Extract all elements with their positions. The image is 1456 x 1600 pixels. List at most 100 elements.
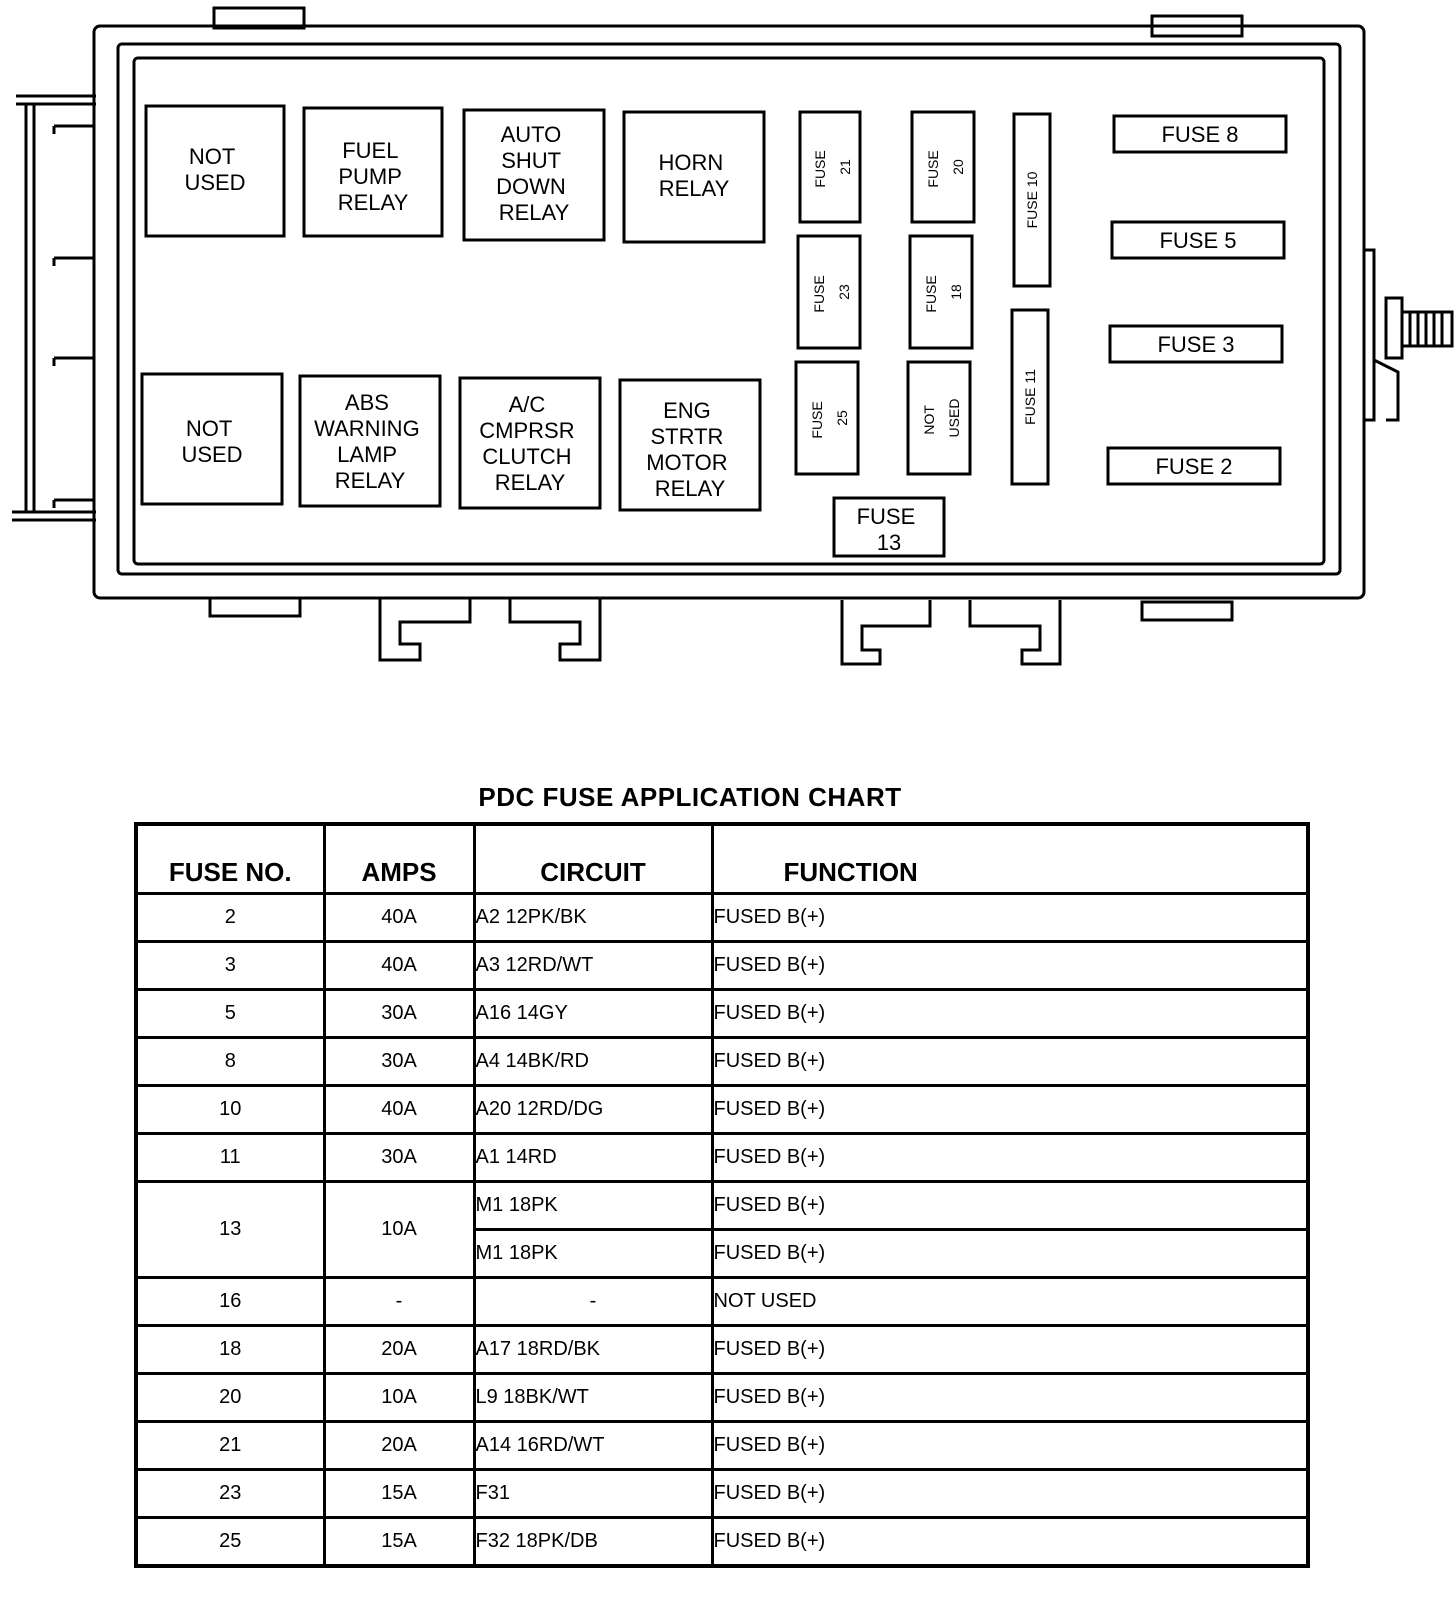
relay-label-not-used-bottom: NOT USED [181, 416, 242, 467]
amps-cell: 10A [322, 1180, 476, 1279]
table-row: 8 30A A4 14BK/RD FUSED B(+) [134, 1036, 1310, 1087]
amps-cell: 30A [322, 988, 476, 1039]
column-header-function: FUNCTION [710, 822, 1310, 895]
fuse-21-label: FUSE 21 [812, 146, 853, 187]
function-cell: FUSED B(+) [710, 892, 1310, 943]
fuse-10-label: FUSE 10 [1024, 171, 1040, 228]
function-cell: FUSED B(+) [710, 1420, 1310, 1471]
table-row: M1 18PK FUSED B(+) [136, 1228, 1310, 1279]
amps-cell: 20A [322, 1420, 476, 1471]
function-cell: FUSED B(+) [710, 1036, 1310, 1087]
circuit-cell: M1 18PK [472, 1228, 714, 1279]
amps-cell: 40A [322, 940, 476, 991]
bottom-hooks [378, 598, 1062, 666]
circuit-cell: A14 16RD/WT [472, 1420, 714, 1471]
relay-horn [622, 110, 766, 244]
function-cell: FUSED B(+) [710, 1516, 1310, 1568]
circuit-cell: A17 18RD/BK [472, 1324, 714, 1375]
amps-cell: 15A [322, 1468, 476, 1519]
fuse-no-cell: 16 [134, 1276, 326, 1327]
housing-tab-bottom-left [208, 596, 302, 618]
relay-ac-compressor-clutch [458, 376, 602, 510]
fuse-slot-not-used-label: NOT USED [921, 399, 962, 438]
fuse-11 [1010, 308, 1050, 486]
table-row: 20 10A L9 18BK/WT FUSED B(+) [134, 1372, 1310, 1423]
fuse-no-cell: 18 [134, 1324, 326, 1375]
fuse-5 [1110, 220, 1286, 260]
amps-cell: 30A [322, 1036, 476, 1087]
column-header-circuit: CIRCUIT [472, 822, 714, 895]
relay-label-abs-warning-lamp: ABS WARNING LAMP RELAY [314, 390, 426, 493]
function-cell: FUSED B(+) [710, 1372, 1310, 1423]
relay-engine-starter-motor [618, 378, 762, 512]
fuse-no-cell: 8 [134, 1036, 326, 1087]
table-row: 16 - - NOT USED [134, 1276, 1310, 1327]
fuse-18-label: FUSE 18 [923, 271, 964, 312]
fuse-no-cell: 25 [134, 1516, 326, 1568]
circuit-cell: A20 12RD/DG [472, 1084, 714, 1135]
relay-label-auto-shut-down: AUTO SHUT DOWN RELAY [496, 122, 572, 225]
circuit-cell: A3 12RD/WT [472, 940, 714, 991]
fuse-no-cell: 20 [134, 1372, 326, 1423]
fuse-slot-not-used [906, 360, 972, 476]
relay-label-fuel-pump: FUEL PUMP RELAY [338, 138, 409, 215]
fuse-3 [1108, 324, 1284, 364]
pdc-inner-rim [116, 42, 1342, 576]
circuit-cell: F31 [472, 1468, 714, 1519]
left-mount-bracket [12, 94, 96, 522]
fuse-no-cell: 23 [134, 1468, 326, 1519]
amps-cell: 30A [322, 1132, 476, 1183]
table-row: 21 20A A14 16RD/WT FUSED B(+) [134, 1420, 1310, 1471]
relay-abs-warning-lamp [298, 374, 442, 508]
table-row: 3 40A A3 12RD/WT FUSED B(+) [134, 940, 1310, 991]
table-row: 25 15A F32 18PK/DB FUSED B(+) [134, 1516, 1310, 1568]
function-cell: FUSED B(+) [710, 1084, 1310, 1135]
housing-tab-bottom-right [1140, 600, 1234, 622]
function-cell: NOT USED [710, 1276, 1310, 1327]
pdc-inner-panel [132, 56, 1326, 566]
fuse-10 [1012, 112, 1052, 288]
fuse-25 [794, 360, 860, 476]
function-cell: FUSED B(+) [710, 1468, 1310, 1519]
function-cell: FUSED B(+) [710, 1324, 1310, 1375]
fuse-no-cell: 2 [134, 892, 326, 943]
amps-cell: 10A [322, 1372, 476, 1423]
circuit-cell: A1 14RD [472, 1132, 714, 1183]
circuit-cell: M1 18PK [472, 1180, 714, 1231]
fuse-8 [1112, 114, 1288, 154]
fuse-21 [798, 110, 862, 224]
amps-cell: 40A [322, 892, 476, 943]
relay-label-engine-starter-motor: ENG STRTR MOTOR RELAY [646, 398, 734, 501]
relay-label-not-used-top: NOT USED [184, 144, 245, 195]
fuse-no-cell: 10 [134, 1084, 326, 1135]
fuse-application-table: FUSE NO. AMPS CIRCUIT FUNCTION 2 40A A2 … [134, 822, 1310, 1568]
pdc-layout-diagram: NOT USED FUEL PUMP RELAY AUTO SHUT DOWN … [12, 6, 1454, 666]
circuit-cell: L9 18BK/WT [472, 1372, 714, 1423]
fuse-no-cell: 5 [134, 988, 326, 1039]
fuse-no-cell: 13 [134, 1180, 326, 1279]
fuse-18 [908, 234, 974, 350]
fuse-23-label: FUSE 23 [811, 271, 852, 312]
amps-cell: 15A [322, 1516, 476, 1568]
fuse-2-label: FUSE 2 [1155, 454, 1232, 479]
amps-cell: 20A [322, 1324, 476, 1375]
fuse-25-label: FUSE 25 [809, 397, 850, 438]
circuit-cell: A2 12PK/BK [472, 892, 714, 943]
function-cell: FUSED B(+) [710, 1132, 1310, 1183]
table-header-row: FUSE NO. AMPS CIRCUIT FUNCTION [134, 822, 1310, 895]
circuit-cell: A4 14BK/RD [472, 1036, 714, 1087]
relay-label-ac-compressor-clutch: A/C CMPRSR CLUTCH RELAY [479, 392, 580, 495]
relay-slot-not-used-top [144, 104, 286, 238]
column-header-fuse-no: FUSE NO. [134, 822, 326, 895]
housing-tab-top-left [212, 6, 306, 30]
fuse-2 [1106, 446, 1282, 486]
fuse-20-label: FUSE 20 [925, 146, 966, 187]
table-row: 13 10A M1 18PK FUSED B(+) [134, 1180, 1310, 1279]
relay-fuel-pump [302, 106, 444, 238]
fuse-no-cell: 3 [134, 940, 326, 991]
table-row: 23 15A F31 FUSED B(+) [134, 1468, 1310, 1519]
circuit-cell: F32 18PK/DB [472, 1516, 714, 1568]
relay-label-horn: HORN RELAY [659, 150, 730, 201]
fuse-3-label: FUSE 3 [1157, 332, 1234, 357]
function-cell: FUSED B(+) [710, 1228, 1310, 1279]
